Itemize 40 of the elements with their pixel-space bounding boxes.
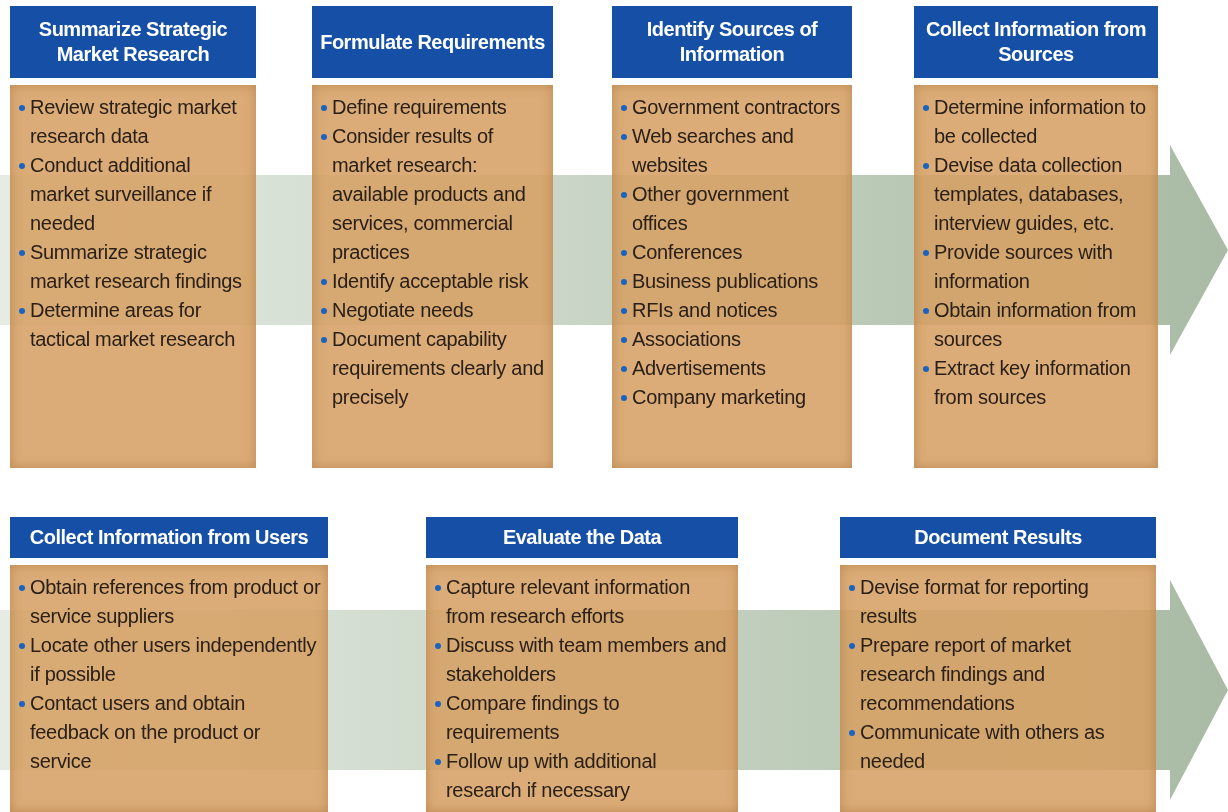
bullet-item: RFIs and notices <box>618 296 846 325</box>
bullet-item: Capture relevant information from research efforts <box>432 573 732 631</box>
bullet-item: Communicate with others as needed <box>846 718 1150 776</box>
bullet-item: Advertisements <box>618 354 846 383</box>
bullet-item: Compare findings to requirements <box>432 689 732 747</box>
bullet-item: Determine information to be collected <box>920 93 1152 151</box>
bullet-item: Associations <box>618 325 846 354</box>
step-heading: Formulate Requirements <box>312 6 553 78</box>
bullet-item: Prepare report of market research findings and recommendations <box>846 631 1150 718</box>
step-heading: Identify Sources of Information <box>612 6 852 78</box>
bullet-item: Review strategic market research data <box>16 93 250 151</box>
bullet-item: Company marketing <box>618 383 846 412</box>
bullet-item: Identify acceptable risk <box>318 267 547 296</box>
step-heading: Evaluate the Data <box>426 517 738 558</box>
bullet-item: Devise format for reporting results <box>846 573 1150 631</box>
bullet-item: Conduct additional market surveillance if needed <box>16 151 250 238</box>
bullet-item: Define requirements <box>318 93 547 122</box>
step-heading: Summarize Strategic Market Research <box>10 6 256 78</box>
bullet-item: Business publications <box>618 267 846 296</box>
bullet-item: Document capability requirements clearly and precisely <box>318 325 547 412</box>
step-heading: Collect Information from Sources <box>914 6 1158 78</box>
step-heading: Document Results <box>840 517 1156 558</box>
bullet-item: Locate other users independently if possible <box>16 631 322 689</box>
bullet-item: Obtain information from sources <box>920 296 1152 354</box>
bullet-item: Web searches and websites <box>618 122 846 180</box>
step-heading: Collect Information from Users <box>10 517 328 558</box>
bullet-item: Obtain references from product or service suppliers <box>16 573 322 631</box>
bullet-item: Government contractors <box>618 93 846 122</box>
bullet-item: Conferences <box>618 238 846 267</box>
bullet-item: Summarize strategic market research findings <box>16 238 250 296</box>
bullet-item: Negotiate needs <box>318 296 547 325</box>
bullet-item: Follow up with additional research if necessary <box>432 747 732 805</box>
bullet-item: Consider results of market research: available products and services, commercial practices <box>318 122 547 267</box>
bullet-item: Provide sources with information <box>920 238 1152 296</box>
bullet-item: Extract key information from sources <box>920 354 1152 412</box>
bullet-item: Determine areas for tactical market research <box>16 296 250 354</box>
bullet-item: Devise data collection templates, databases, interview guides, etc. <box>920 151 1152 238</box>
bullet-item: Discuss with team members and stakeholders <box>432 631 732 689</box>
bullet-item: Other government offices <box>618 180 846 238</box>
bullet-item: Contact users and obtain feedback on the product or service <box>16 689 322 776</box>
